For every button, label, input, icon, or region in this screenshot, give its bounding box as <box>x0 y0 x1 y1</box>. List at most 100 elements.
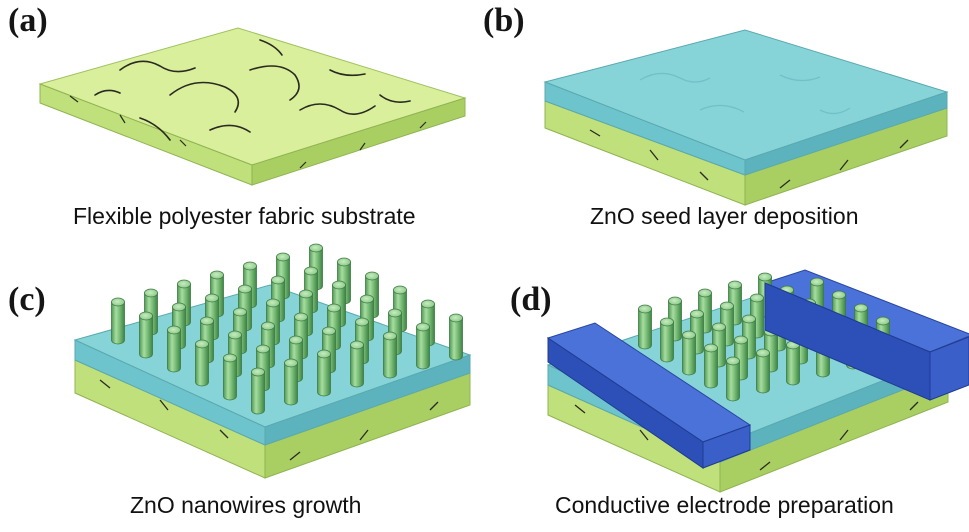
nanowire-top <box>210 270 224 280</box>
nanowire-top <box>111 297 125 307</box>
nanowire-body <box>756 352 770 394</box>
seed-layer-side-face <box>264 354 471 446</box>
caption-c: ZnO nanowires growth <box>130 492 362 518</box>
nanowire-top <box>243 261 257 271</box>
nanowire-body <box>223 357 237 401</box>
nanowire-top <box>832 290 846 300</box>
nanowire-body <box>111 301 125 345</box>
nanowire-body <box>383 335 397 379</box>
nanowire-top <box>228 330 242 340</box>
nanowire-body <box>139 315 153 359</box>
nanowire-body <box>416 326 430 370</box>
nanowire-body <box>704 347 718 389</box>
nanowire-body <box>726 360 740 402</box>
nanowire-body <box>251 371 265 415</box>
nanowire-top <box>704 343 718 353</box>
nanowire-top <box>167 325 181 335</box>
nanowire-top <box>233 307 247 317</box>
nanowire-top <box>750 293 764 303</box>
nanowire-top <box>238 284 252 294</box>
nanowire <box>251 367 265 415</box>
nanowire <box>317 349 331 397</box>
nanowire-top <box>660 317 674 327</box>
nanowire <box>139 311 153 359</box>
nanowire-body <box>195 343 209 387</box>
nanowire-body <box>350 344 364 388</box>
nanowire <box>350 340 364 388</box>
nanowire-top <box>449 313 463 323</box>
nanowire-top <box>756 348 770 358</box>
nanowire <box>638 304 652 350</box>
nanowire-top <box>317 349 331 359</box>
nanowire-top <box>223 353 237 363</box>
caption-d: Conductive electrode preparation <box>555 492 894 518</box>
nanowire-top <box>355 317 369 327</box>
nanowire-top <box>294 312 308 322</box>
nanowire-top <box>322 326 336 336</box>
nanowire-top <box>421 299 435 309</box>
fabric-front-cracks <box>69 95 427 169</box>
electrode-back-side <box>929 336 969 401</box>
nanowire-top <box>172 302 186 312</box>
caption-b: ZnO seed layer deposition <box>590 203 859 229</box>
nanowire-top <box>726 356 740 366</box>
seed-layer-texture <box>639 72 851 115</box>
panel-label-c: (c) <box>8 281 46 318</box>
nanowire-top <box>266 298 280 308</box>
nanowire <box>416 322 430 370</box>
nanowire-top <box>195 339 209 349</box>
nanowire-top <box>668 296 682 306</box>
caption-a: Flexible polyester fabric substrate <box>73 203 416 229</box>
nanowire-top <box>854 303 868 313</box>
nanowire-top <box>383 331 397 341</box>
nanowire-top <box>276 252 290 262</box>
nanowire-top <box>810 277 824 287</box>
nanowire-top <box>144 288 158 298</box>
nanowire <box>704 343 718 389</box>
nanowire-top <box>332 280 346 290</box>
panel-label-a: (a) <box>8 2 48 39</box>
nanowire-top <box>365 271 379 281</box>
nanowire-top <box>690 309 704 319</box>
fabric-side-cracks <box>574 401 919 471</box>
panel-b-seed-layer <box>543 29 949 206</box>
nanowire-top <box>256 344 270 354</box>
nanowire-body <box>786 344 800 386</box>
nanowire-top <box>758 272 772 282</box>
nanowire-top <box>388 308 402 318</box>
nanowire-body <box>167 329 181 373</box>
electrode-front-side <box>702 424 751 469</box>
nanowire-body <box>638 308 652 350</box>
nanowire-top <box>728 280 742 290</box>
nanowire-top <box>251 367 265 377</box>
panel-d-electrodes <box>546 269 969 493</box>
nanowire <box>682 330 696 376</box>
electrode-front <box>546 322 752 469</box>
nanowire-top <box>698 288 712 298</box>
nanowire-top <box>261 321 275 331</box>
nanowire <box>756 348 770 394</box>
panel-label-b: (b) <box>483 2 525 39</box>
nanowire <box>726 356 740 402</box>
fabric-side-cracks <box>99 379 439 461</box>
nanowire <box>223 353 237 401</box>
nanowire-top <box>284 358 298 368</box>
nanowire-body <box>449 317 463 361</box>
nanowire-top <box>205 293 219 303</box>
nanowire-body <box>284 362 298 406</box>
nanowire-top <box>337 257 351 267</box>
panel-label-d: (d) <box>510 281 552 318</box>
nanowire-top <box>177 279 191 289</box>
nanowire-top <box>360 294 374 304</box>
fabric-side-cracks <box>589 129 909 189</box>
nanowire-top <box>682 330 696 340</box>
nanowire-body <box>682 334 696 376</box>
fabric-top-face <box>38 27 467 166</box>
panel-a-fabric-substrate <box>38 27 467 186</box>
nanowire-top <box>200 316 214 326</box>
nanowire-top <box>734 335 748 345</box>
nanowire <box>449 313 463 361</box>
nanowire-top <box>416 322 430 332</box>
